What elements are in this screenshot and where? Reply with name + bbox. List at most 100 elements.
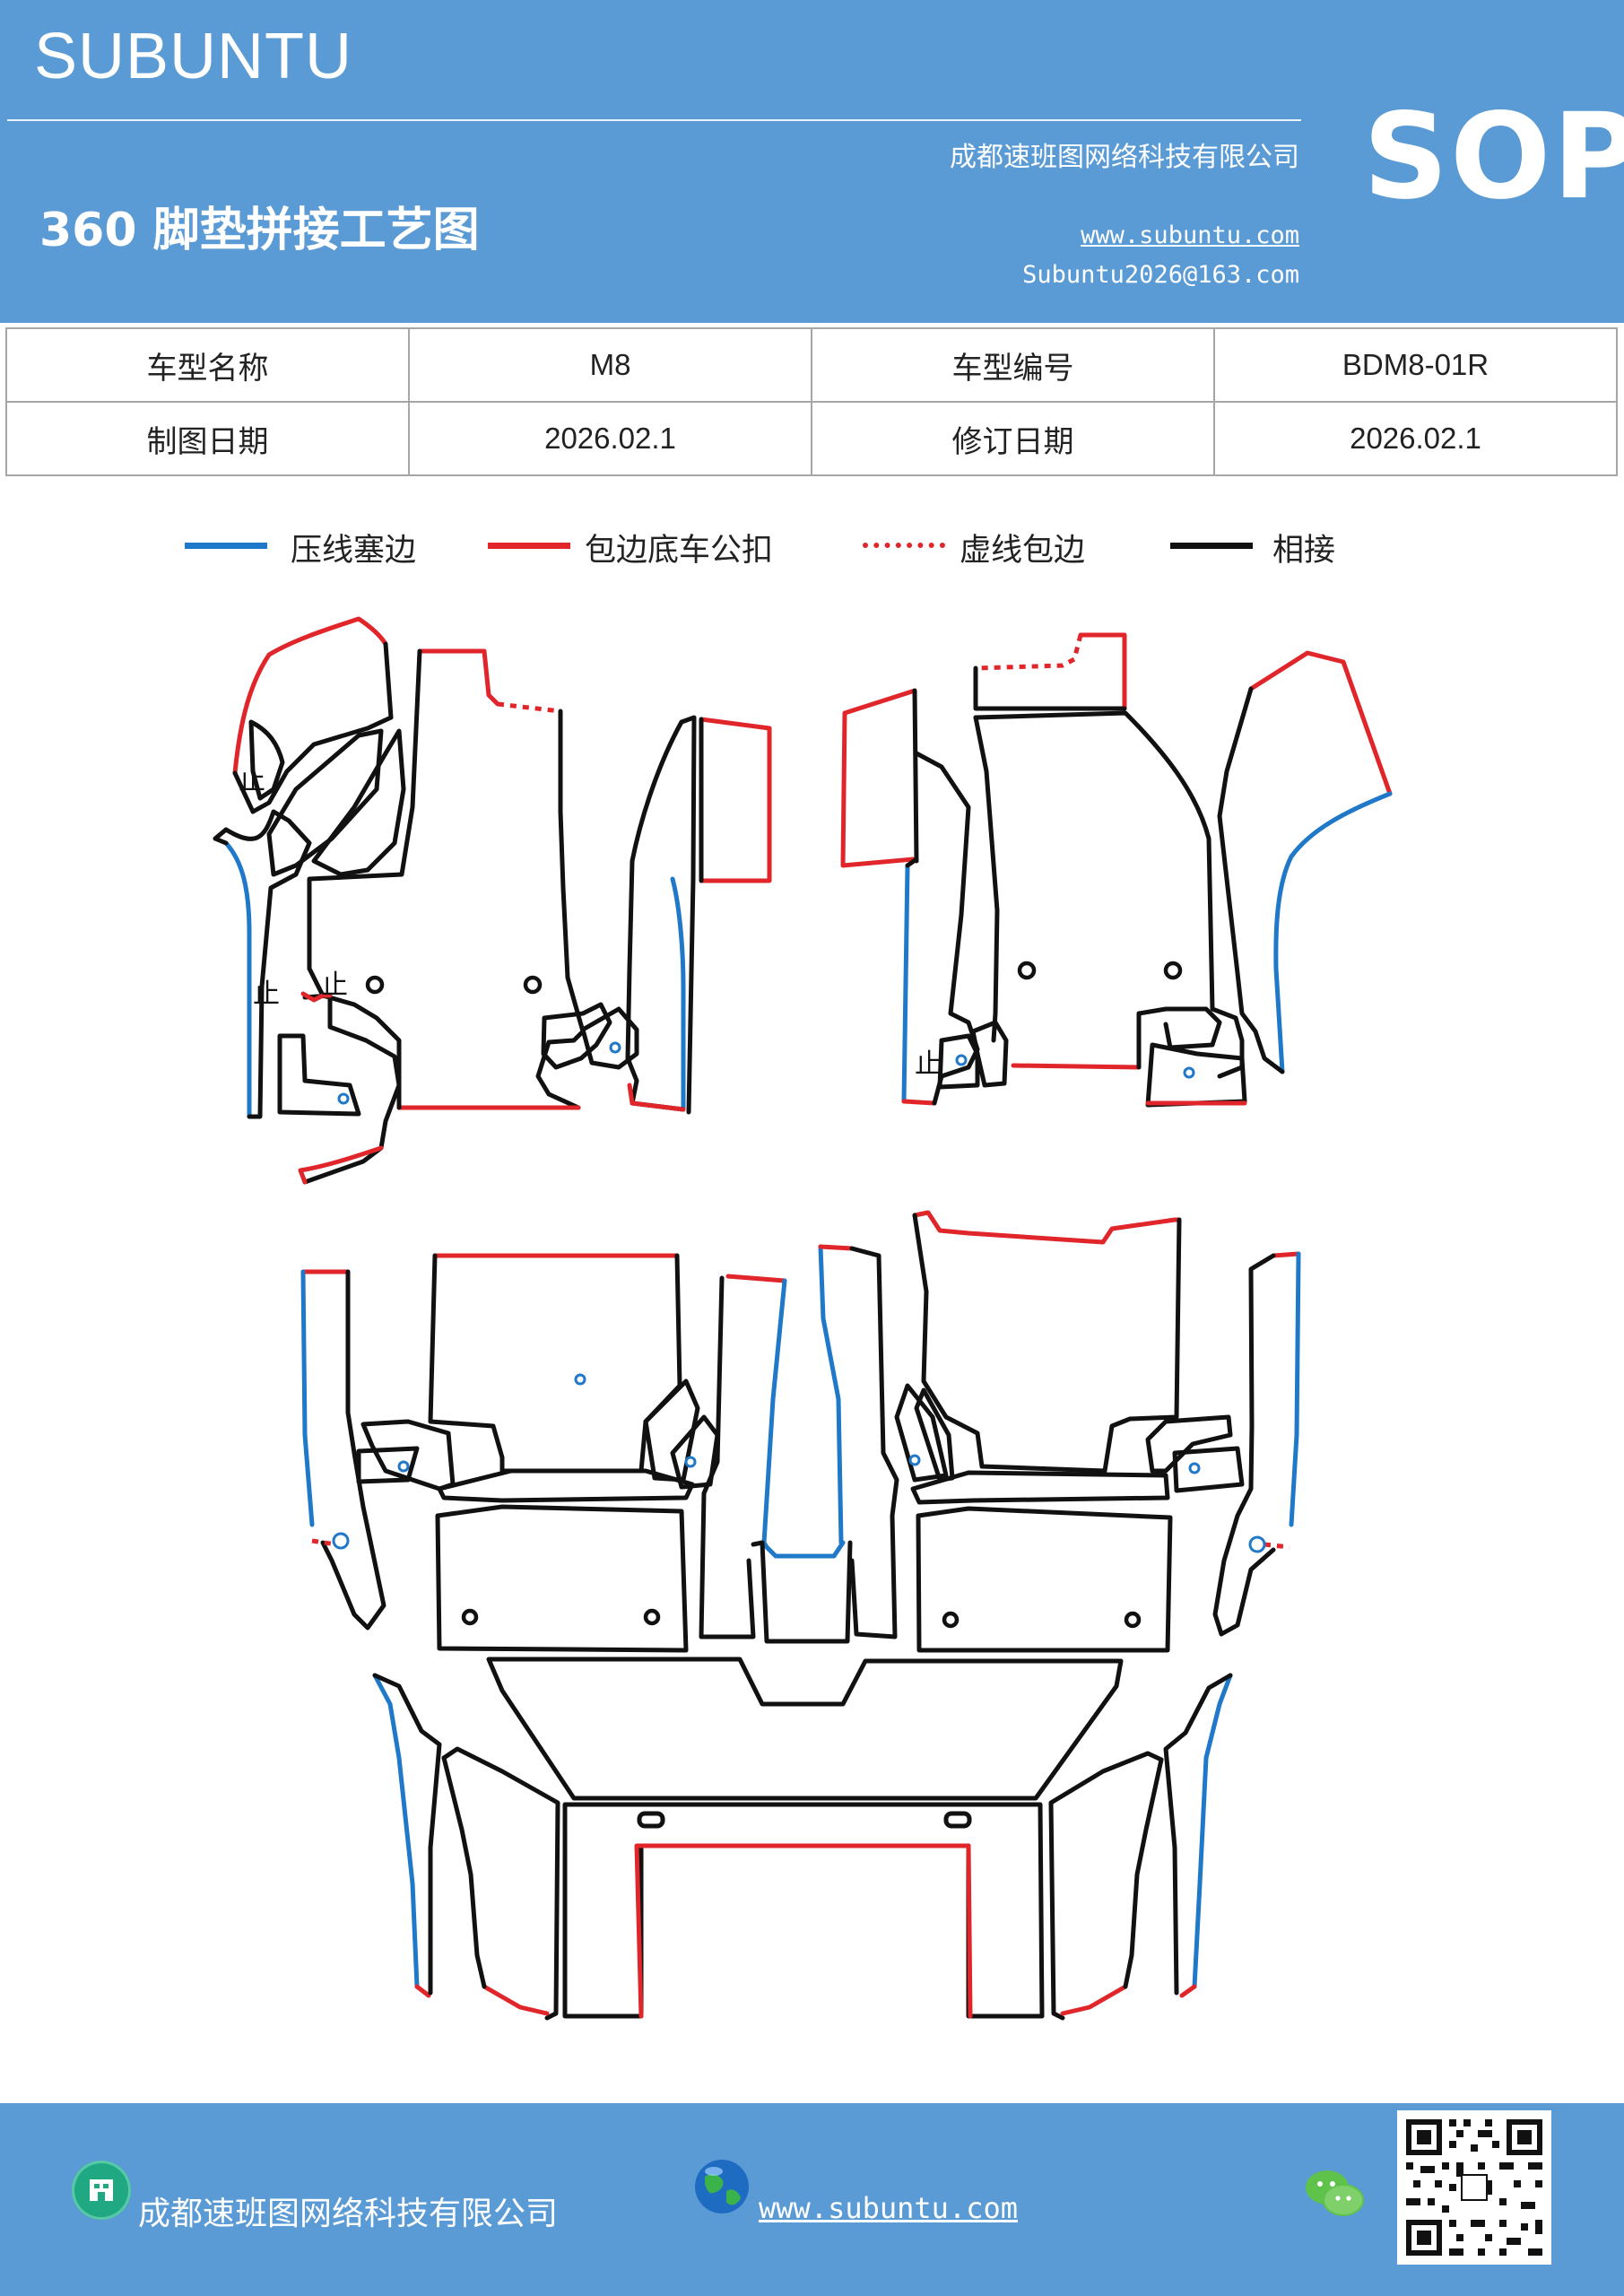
mat-piece xyxy=(910,1470,1170,1505)
mat-piece-edge xyxy=(417,648,500,707)
mat-piece xyxy=(580,1006,639,1070)
mat-piece-edge xyxy=(1048,1751,1164,2021)
company-name: 成都速班图网络科技有限公司 xyxy=(950,142,1299,173)
mat-piece-edge xyxy=(535,709,586,1110)
mount-slot xyxy=(637,1811,665,1829)
sop-badge: SOP xyxy=(1363,88,1624,226)
mat-piece-edge xyxy=(232,770,256,814)
mat-piece-edge xyxy=(914,751,980,1106)
mat-piece-edge xyxy=(1273,791,1393,1074)
legend-label: 压线塞边 xyxy=(291,533,417,569)
mat-piece-edge xyxy=(428,1253,682,1474)
mat-piece xyxy=(643,1378,700,1483)
mount-hole xyxy=(523,975,543,995)
mat-piece xyxy=(937,1033,980,1090)
mat-piece xyxy=(277,1033,361,1117)
mat-piece-edge xyxy=(414,1984,431,1998)
footer-company-name: 成都速班图网络科技有限公司 xyxy=(138,2196,559,2232)
mat-piece-edge xyxy=(497,701,561,714)
mat-piece xyxy=(914,1387,955,1483)
mat-piece-edge xyxy=(627,1083,686,1112)
stop-marker: 止 xyxy=(915,1048,942,1080)
clip-point xyxy=(1248,1535,1266,1553)
vehicle-info-table: 车型名称 M8 车型编号 BDM8-01R 制图日期 2026.02.1 修订日… xyxy=(5,327,1618,476)
mat-piece xyxy=(266,728,384,877)
mat-piece-edge xyxy=(1179,1984,1197,1998)
mat-piece-edge xyxy=(223,809,312,1119)
mat-piece-edge xyxy=(725,1274,787,1283)
mat-piece-edge xyxy=(372,1673,442,1996)
clip-point xyxy=(609,1041,621,1054)
mat-piece xyxy=(970,1020,1009,1088)
mat-piece-edge xyxy=(300,1269,315,1527)
mat-piece-edge xyxy=(302,993,402,1185)
mat-piece-edge xyxy=(1271,1251,1301,1258)
footer-website-link[interactable]: www.subuntu.com xyxy=(759,2191,1018,2225)
mat-piece-edge xyxy=(901,1099,937,1106)
clip-point xyxy=(908,1454,921,1466)
legend-label: 包边底车公扣 xyxy=(585,533,774,569)
mat-piece-edge xyxy=(912,1213,1182,1474)
qr-code-pattern xyxy=(1397,2110,1551,2265)
legend-swatch-red xyxy=(488,543,570,549)
mat-piece xyxy=(356,1446,420,1484)
mat-piece-edge xyxy=(625,719,686,1112)
mat-piece-edge xyxy=(1264,1542,1290,1550)
mat-piece-edge xyxy=(1060,1984,1128,2016)
clip-point xyxy=(332,1532,350,1550)
mat-piece-edge xyxy=(441,1755,487,1989)
header-banner: SUBUNTU 成都速班图网络科技有限公司 360 脚垫拼接工艺图 www.su… xyxy=(0,0,1624,323)
email-text: Subuntu2026@163.com xyxy=(1022,261,1299,289)
draw-date-value: 2026.02.1 xyxy=(408,401,812,476)
website-link[interactable]: www.subuntu.com xyxy=(1081,222,1299,249)
clip-point xyxy=(1188,1462,1201,1474)
mat-piece-edge xyxy=(761,1278,787,1550)
mat-piece-edge xyxy=(1217,686,1285,1074)
clip-point xyxy=(955,1054,968,1066)
mat-piece xyxy=(751,1540,853,1644)
stop-marker: 止 xyxy=(321,970,348,1001)
mat-piece xyxy=(486,1657,1124,1801)
mat-piece-edge xyxy=(764,1540,846,1559)
mat-piece-edge xyxy=(311,1538,337,1547)
footer-banner: 成都速班图网络科技有限公司 www.subuntu.com xyxy=(0,2103,1624,2296)
mat-piece-edge xyxy=(1123,1757,1164,1989)
legend-swatch-black xyxy=(1170,543,1253,549)
stop-marker: 止 xyxy=(253,978,280,1010)
mat-piece-edge xyxy=(482,1984,550,2016)
mat-piece xyxy=(435,1504,689,1653)
mat-group-top-right: 止 xyxy=(840,632,1393,1108)
floor-mat-diagram: .k { stroke:#111; stroke-width:5; fill:n… xyxy=(213,616,1393,2021)
clip-point xyxy=(397,1460,410,1473)
model-code-value: BDM8-01R xyxy=(1213,327,1618,403)
mat-piece xyxy=(916,1506,1173,1653)
mat-piece xyxy=(670,1414,720,1490)
mat-piece-edge xyxy=(699,1275,756,1639)
mat-group-middle xyxy=(300,1210,1301,1653)
mat-piece-edge xyxy=(1212,1253,1276,1637)
clip-point xyxy=(574,1373,586,1386)
document-title: 360 脚垫拼接工艺图 xyxy=(39,204,480,257)
mat-piece-edge xyxy=(1248,650,1393,796)
mat-piece-edge xyxy=(818,1244,844,1545)
legend-label: 相接 xyxy=(1272,533,1336,569)
wechat-icon[interactable] xyxy=(1302,2166,1367,2222)
mat-piece-edge xyxy=(441,1746,560,2021)
mount-hole xyxy=(942,1611,960,1629)
mat-piece-edge xyxy=(670,876,686,1110)
company-icon xyxy=(72,2161,131,2220)
legend-label: 虚线包边 xyxy=(960,533,1086,569)
mat-group-bottom xyxy=(372,1657,1233,2021)
mount-hole xyxy=(643,1608,661,1626)
clip-point xyxy=(1183,1066,1195,1079)
qr-code[interactable] xyxy=(1397,2110,1551,2265)
mount-hole xyxy=(1163,961,1183,980)
mat-piece xyxy=(1145,1414,1233,1474)
table-row: 制图日期 2026.02.1 修订日期 2026.02.1 xyxy=(5,401,1618,476)
stop-marker: 止 xyxy=(239,765,265,796)
mat-piece-edge xyxy=(372,1673,420,1989)
mat-piece xyxy=(248,719,285,801)
mat-piece-edge xyxy=(840,688,917,868)
model-name-label: 车型名称 xyxy=(5,327,410,403)
mat-piece-edge xyxy=(818,1244,855,1251)
